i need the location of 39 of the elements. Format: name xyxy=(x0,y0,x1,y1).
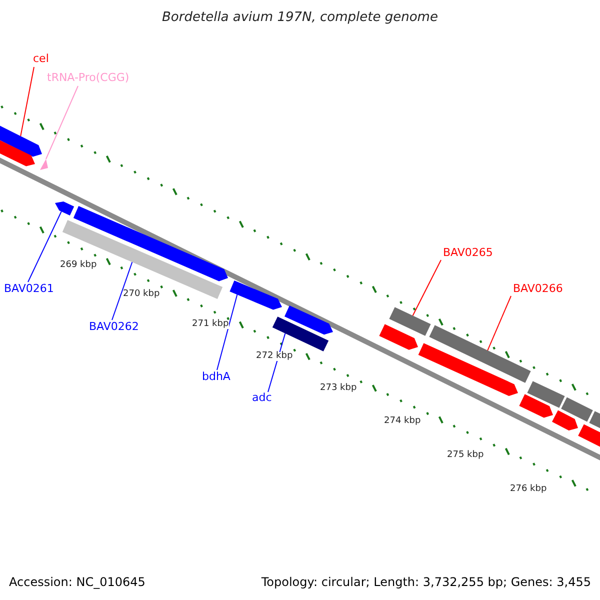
gene-segment xyxy=(527,381,565,408)
leader-line xyxy=(20,66,34,137)
position-label: 276 kbp xyxy=(510,485,547,494)
gene-segment xyxy=(284,306,333,335)
gene-label: bdhA xyxy=(202,371,230,382)
gene-label: tRNA-Pro(CGG) xyxy=(47,72,130,83)
leader-line xyxy=(487,296,512,351)
accession-text: Accession: NC_010645 xyxy=(9,576,146,588)
gene-label: BAV0265 xyxy=(443,247,493,258)
gene-segment xyxy=(55,202,74,216)
gene-segment xyxy=(389,307,431,336)
leader-line xyxy=(46,86,78,160)
gene-segment xyxy=(230,280,282,310)
gene-segment xyxy=(552,410,578,430)
position-label: 270 kbp xyxy=(123,290,160,299)
gene-segment xyxy=(379,324,418,350)
position-label: 272 kbp xyxy=(256,352,293,361)
gene-segment xyxy=(418,343,518,396)
leader-line xyxy=(28,211,62,282)
gene-label: cel xyxy=(33,53,49,64)
gene-segment xyxy=(62,220,223,299)
gene-segment xyxy=(561,397,593,422)
gene-label: adc xyxy=(252,392,272,403)
position-label: 271 kbp xyxy=(192,320,229,329)
trna-marker xyxy=(40,159,48,170)
gene-segment xyxy=(429,325,531,383)
leader-line xyxy=(216,294,238,370)
leader-line xyxy=(412,260,442,316)
position-label: 269 kbp xyxy=(60,261,97,270)
gene-label: BAV0262 xyxy=(89,321,139,332)
gene-label: BAV0266 xyxy=(513,283,563,294)
genome-title: Bordetella avium 197N, complete genome xyxy=(161,11,439,24)
genome-info-text: Topology: circular; Length: 3,732,255 bp; Genes: 3,455 xyxy=(261,576,591,588)
position-label: 273 kbp xyxy=(320,384,357,393)
position-label: 274 kbp xyxy=(384,417,421,426)
position-label: 275 kbp xyxy=(447,451,484,460)
gene-label: BAV0261 xyxy=(4,283,54,294)
gene-segment xyxy=(272,316,329,352)
gene-segment xyxy=(519,394,553,418)
